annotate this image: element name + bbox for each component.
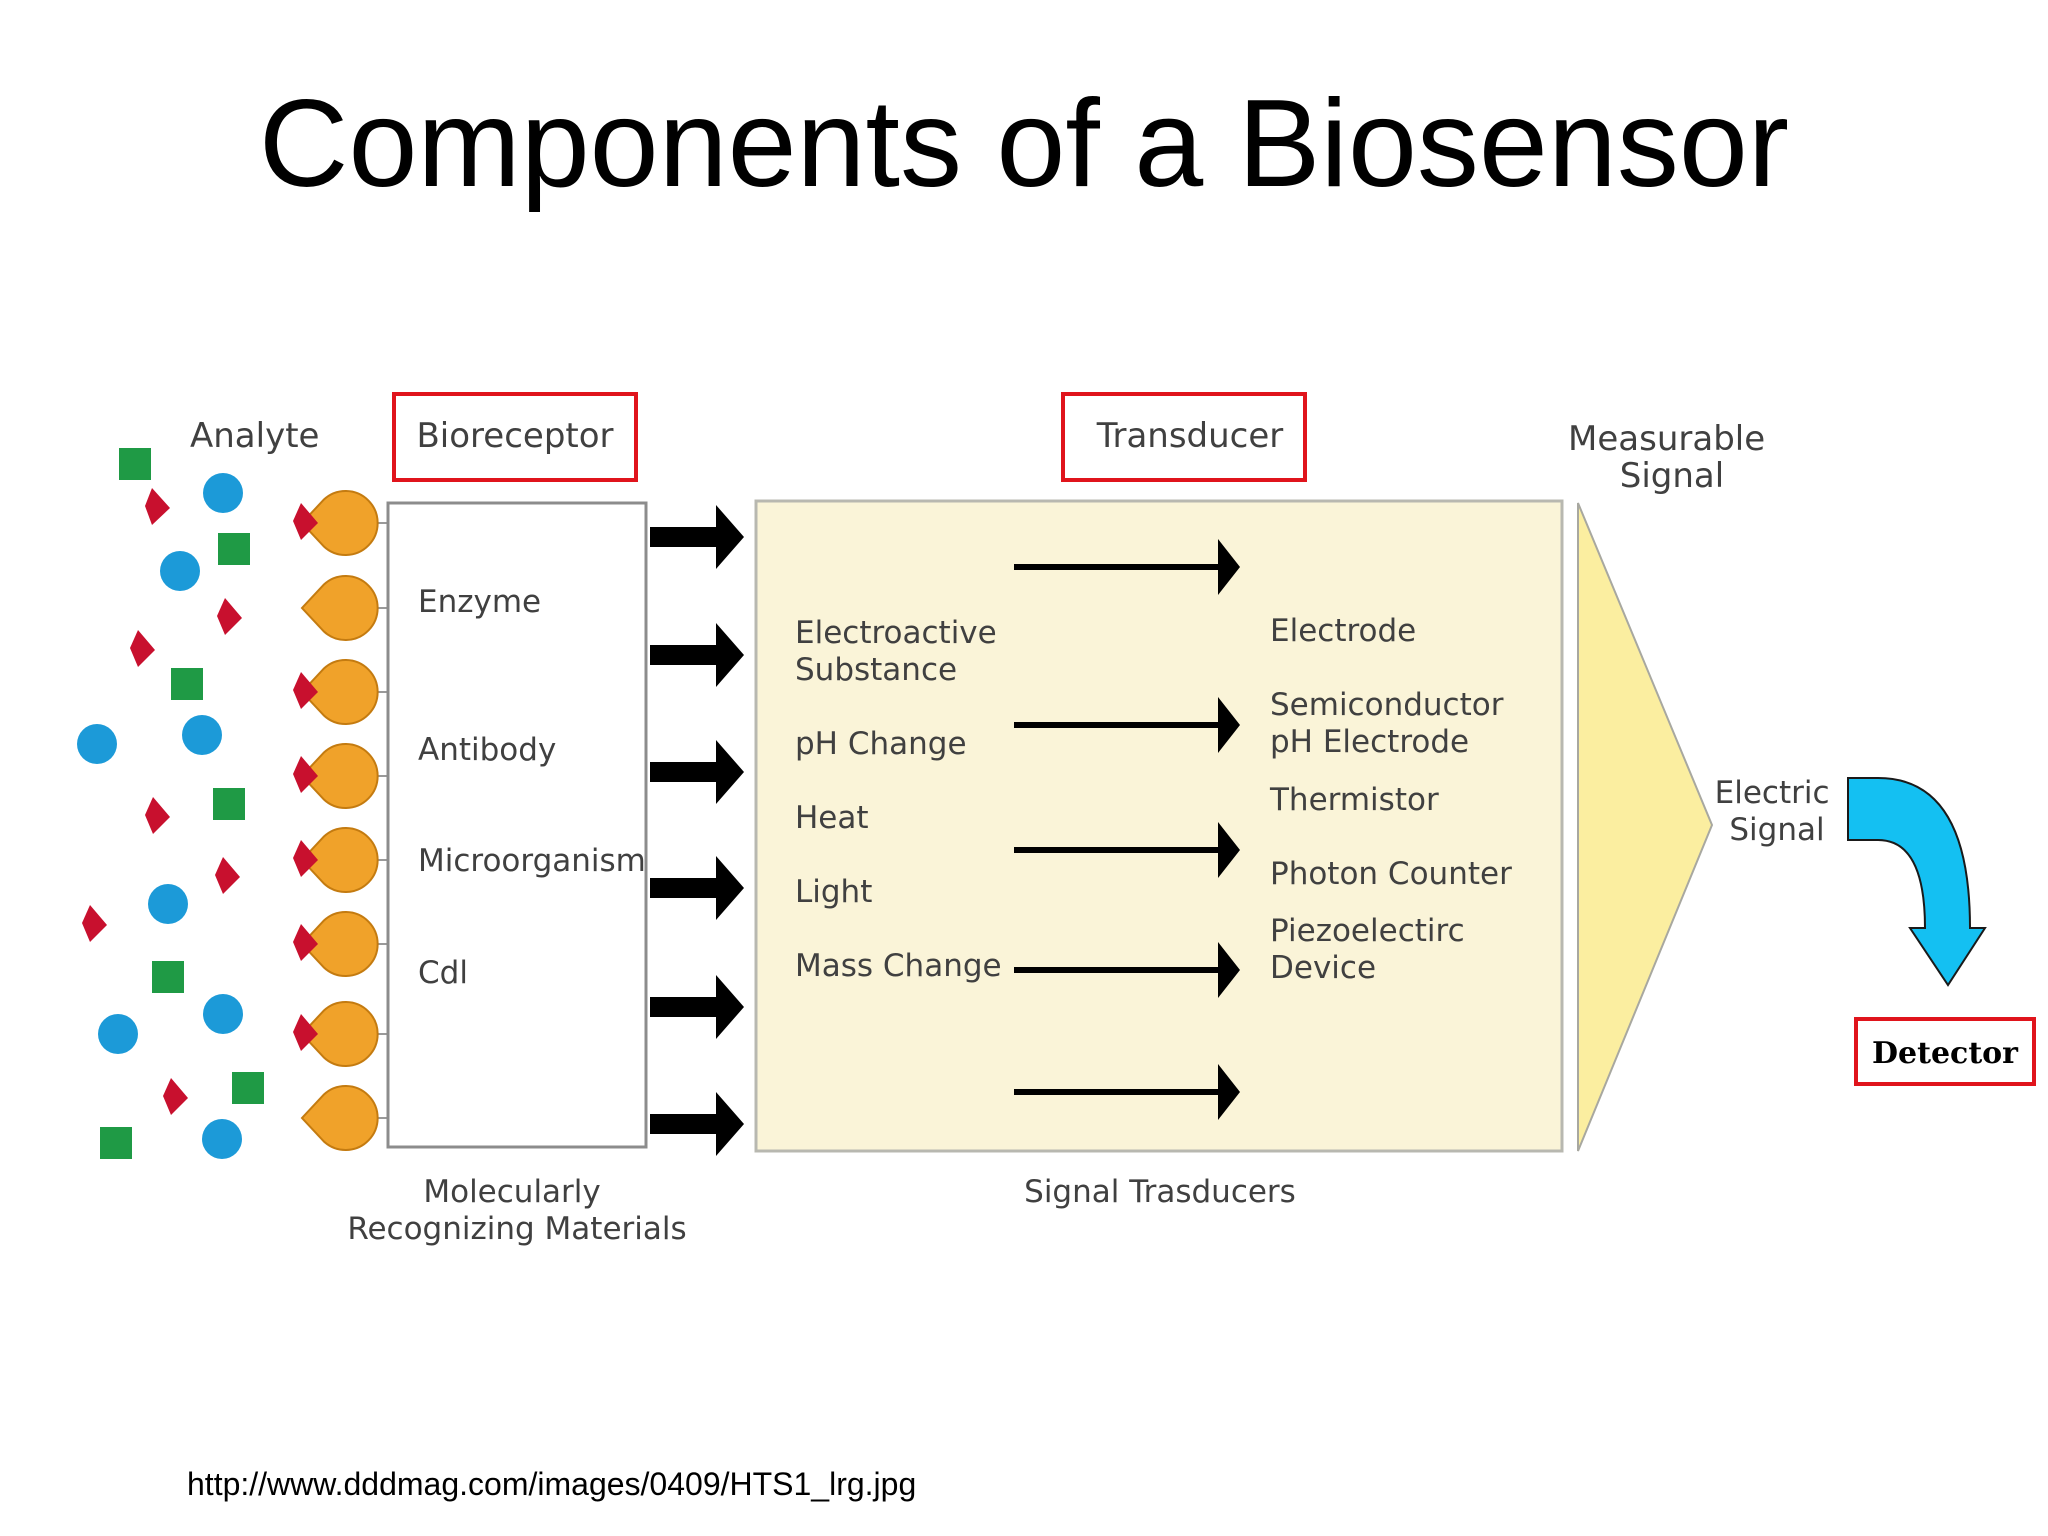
bioreceptor-caption: Molecularly Recognizing Materials <box>347 1174 686 1247</box>
analyte-circle <box>202 1119 242 1159</box>
bioreceptor-item-microorganism: Microorganism <box>418 843 646 879</box>
thin-arrow <box>1014 942 1240 998</box>
receptor-unit <box>293 490 388 556</box>
analyte-circle <box>148 884 188 924</box>
transducer-output-semiconductor-ph-electrode: Semiconductor pH Electrode <box>1270 687 1513 760</box>
bioreceptor-item-antibody: Antibody <box>418 732 556 768</box>
analyte-circle <box>203 994 243 1034</box>
bioreceptor-item-cdl: Cdl <box>418 955 468 991</box>
measurable-signal-line-2: Signal <box>1620 456 1724 496</box>
receptor-unit <box>300 575 388 641</box>
analyte-square <box>152 961 184 993</box>
transducer-thin-arrows <box>1014 539 1240 1120</box>
analyte-wedge <box>145 797 170 834</box>
receptor-unit <box>293 743 388 809</box>
transducer-output-thermistor: Thermistor <box>1269 782 1439 818</box>
thick-arrow <box>650 623 744 687</box>
analyte-circle <box>203 473 243 513</box>
transducer-input-electroactive-substance: Electroactive Substance <box>795 615 1007 688</box>
receptor-unit <box>300 1085 388 1151</box>
analyte-wedge <box>82 905 107 942</box>
bioreceptor-to-transducer-arrows <box>650 505 744 1156</box>
transducer-output-piezoelectric-device: Piezoelectirc Device <box>1270 913 1474 986</box>
analyte-square <box>119 448 151 480</box>
receptor-unit <box>293 1001 388 1067</box>
analyte-square <box>171 668 203 700</box>
analyte-square <box>100 1127 132 1159</box>
bioreceptor-caption-line-2: Recognizing Materials <box>347 1211 686 1247</box>
thin-arrow <box>1014 697 1240 753</box>
analyte-wedge <box>130 630 155 667</box>
receptor-unit <box>293 827 388 893</box>
analyte-wedge <box>217 598 242 635</box>
transducer-input-list: Electroactive Substance pH Change Heat L… <box>795 615 1007 984</box>
transducer-input-ph-change: pH Change <box>795 726 967 762</box>
thin-arrow <box>1014 539 1240 595</box>
image-source-url: http://www.dddmag.com/images/0409/HTS1_l… <box>187 1466 917 1502</box>
slide-title: Components of a Biosensor <box>258 75 1790 213</box>
transducer-highlight-box <box>1061 392 1307 482</box>
transducer-header: Transducer <box>1096 416 1284 456</box>
analyte-circle <box>182 715 222 755</box>
analyte-square <box>218 533 250 565</box>
receptor-unit <box>293 911 388 977</box>
signal-triangle <box>1577 502 1714 1152</box>
electric-signal-label: Electric Signal <box>1715 775 1840 848</box>
analyte-circle <box>98 1014 138 1054</box>
transducer-box <box>754 499 1564 1153</box>
transducer-caption: Signal Trasducers <box>1024 1174 1296 1210</box>
analyte-molecules <box>77 448 264 1159</box>
thick-arrow <box>650 856 744 920</box>
bioreceptor-header: Bioreceptor <box>416 416 613 456</box>
analyte-wedge <box>145 488 170 525</box>
bioreceptor-caption-line-1: Molecularly <box>423 1174 600 1210</box>
analyte-circle <box>160 551 200 591</box>
analyte-square <box>232 1072 264 1104</box>
analyte-square <box>213 788 245 820</box>
transducer-input-light: Light <box>795 874 872 910</box>
bioreceptor-array <box>293 490 388 1151</box>
thick-arrow <box>650 740 744 804</box>
transducer-input-mass-change: Mass Change <box>795 948 1002 984</box>
detector-label: Detector <box>1872 1036 2019 1071</box>
analyte-wedge <box>215 857 240 894</box>
detector-curved-arrow <box>1847 777 1987 987</box>
thin-arrow <box>1014 1064 1240 1120</box>
transducer-output-photon-counter: Photon Counter <box>1270 856 1512 892</box>
analyte-wedge <box>163 1078 188 1115</box>
thin-arrow <box>1014 822 1240 878</box>
receptor-unit <box>293 659 388 725</box>
thick-arrow <box>650 1092 744 1156</box>
measurable-signal-header: Measurable Signal <box>1568 419 1776 496</box>
bioreceptor-box <box>386 501 648 1149</box>
thick-arrow <box>650 975 744 1039</box>
analyte-header: Analyte <box>190 416 319 456</box>
transducer-output-list: Electrode Semiconductor pH Electrode The… <box>1269 613 1513 986</box>
detector-box <box>1854 1017 2036 1086</box>
analyte-circle <box>77 724 117 764</box>
bioreceptor-item-enzyme: Enzyme <box>418 584 541 620</box>
bioreceptor-highlight-box <box>392 392 638 482</box>
transducer-input-heat: Heat <box>795 800 869 836</box>
thick-arrow <box>650 505 744 569</box>
measurable-signal-line-1: Measurable <box>1568 419 1765 459</box>
transducer-output-electrode: Electrode <box>1270 613 1416 649</box>
